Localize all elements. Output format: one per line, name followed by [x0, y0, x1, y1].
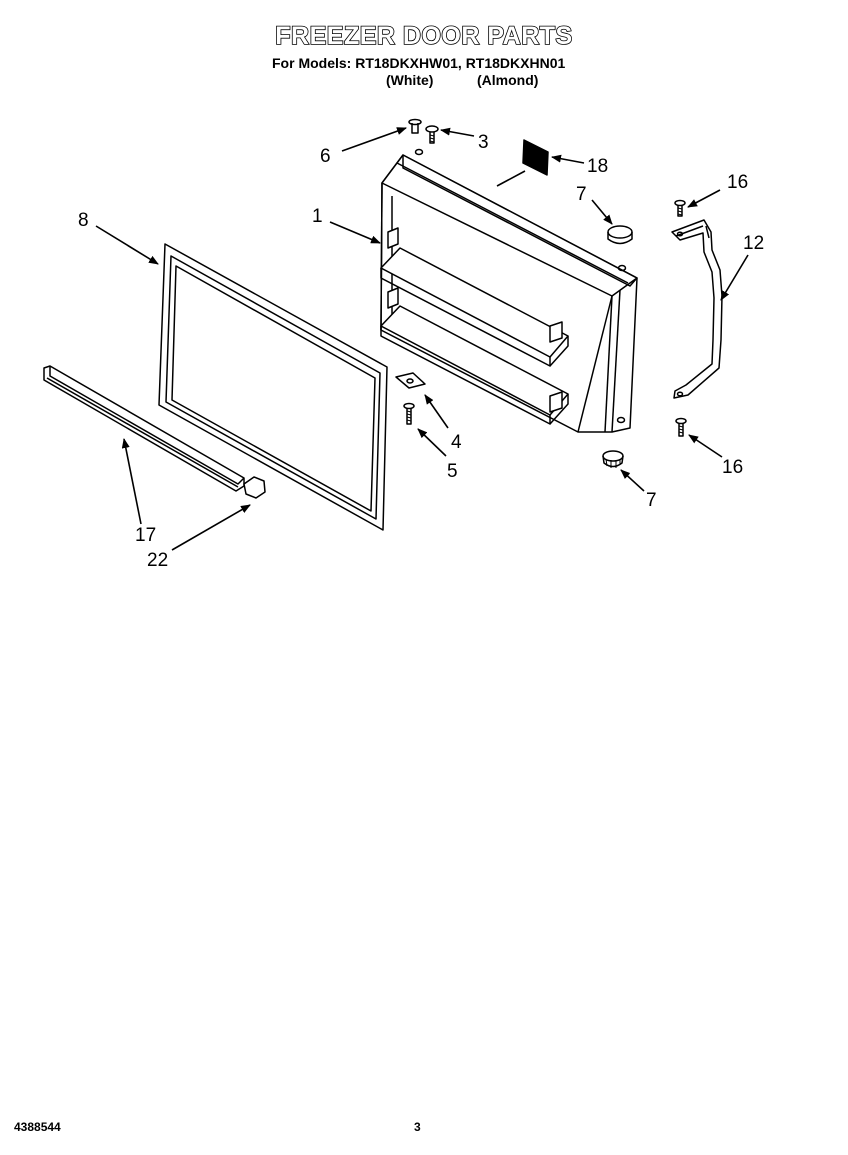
- page-title: FREEZER DOOR PARTS: [274, 21, 573, 51]
- leader-17: [121, 438, 142, 525]
- leader-18-b: [496, 170, 526, 187]
- handle-screw-top-part: [674, 199, 686, 217]
- leader-18-a: [551, 154, 585, 164]
- leader-3: [440, 127, 475, 137]
- callout-7-top: 7: [576, 184, 587, 205]
- label-part: [522, 139, 549, 176]
- page-number: 3: [414, 1120, 421, 1134]
- leader-16-top: [687, 189, 721, 208]
- leader-12: [720, 254, 749, 301]
- callout-16-bottom: 16: [722, 457, 743, 478]
- callout-4: 4: [451, 432, 462, 453]
- leader-7-bottom: [620, 469, 645, 492]
- variant-almond: (Almond): [477, 72, 539, 88]
- callout-18: 18: [587, 156, 608, 177]
- handle-screw-bottom-part: [675, 417, 687, 437]
- models-line: For Models: RT18DKXHW01, RT18DKXHN01: [272, 55, 566, 71]
- callout-3: 3: [478, 132, 489, 153]
- door-gasket-part: [158, 243, 388, 531]
- leader-6: [341, 127, 407, 152]
- door-liner-part: [380, 148, 638, 433]
- hinge-screw-part: [403, 402, 415, 425]
- leader-4: [424, 394, 449, 429]
- callout-7-bottom: 7: [646, 490, 657, 511]
- callout-6: 6: [320, 146, 331, 167]
- door-handle-part: [671, 219, 723, 399]
- hinge-washer-part: [395, 372, 426, 389]
- door-stop-pin-part: [408, 118, 422, 134]
- hinge-bushing-bottom-part: [602, 450, 624, 468]
- callout-16-top: 16: [727, 172, 748, 193]
- callout-5: 5: [447, 461, 458, 482]
- leader-16-bottom: [688, 434, 723, 458]
- leader-1: [329, 221, 381, 244]
- callout-1: 1: [312, 206, 323, 227]
- callout-12: 12: [743, 233, 764, 254]
- leader-5: [417, 428, 447, 457]
- document-number: 4388544: [14, 1120, 61, 1134]
- leader-8: [95, 225, 159, 265]
- end-cap-part: [243, 476, 266, 499]
- callout-17: 17: [135, 525, 156, 546]
- leader-22: [171, 504, 251, 551]
- trim-strip-part: [43, 365, 245, 492]
- hinge-bushing-top-part: [607, 225, 633, 245]
- screw-part-top: [425, 125, 439, 144]
- variant-white: (White): [386, 72, 434, 88]
- leader-7-top: [591, 199, 613, 225]
- callout-8: 8: [78, 210, 89, 231]
- callout-22: 22: [147, 550, 168, 571]
